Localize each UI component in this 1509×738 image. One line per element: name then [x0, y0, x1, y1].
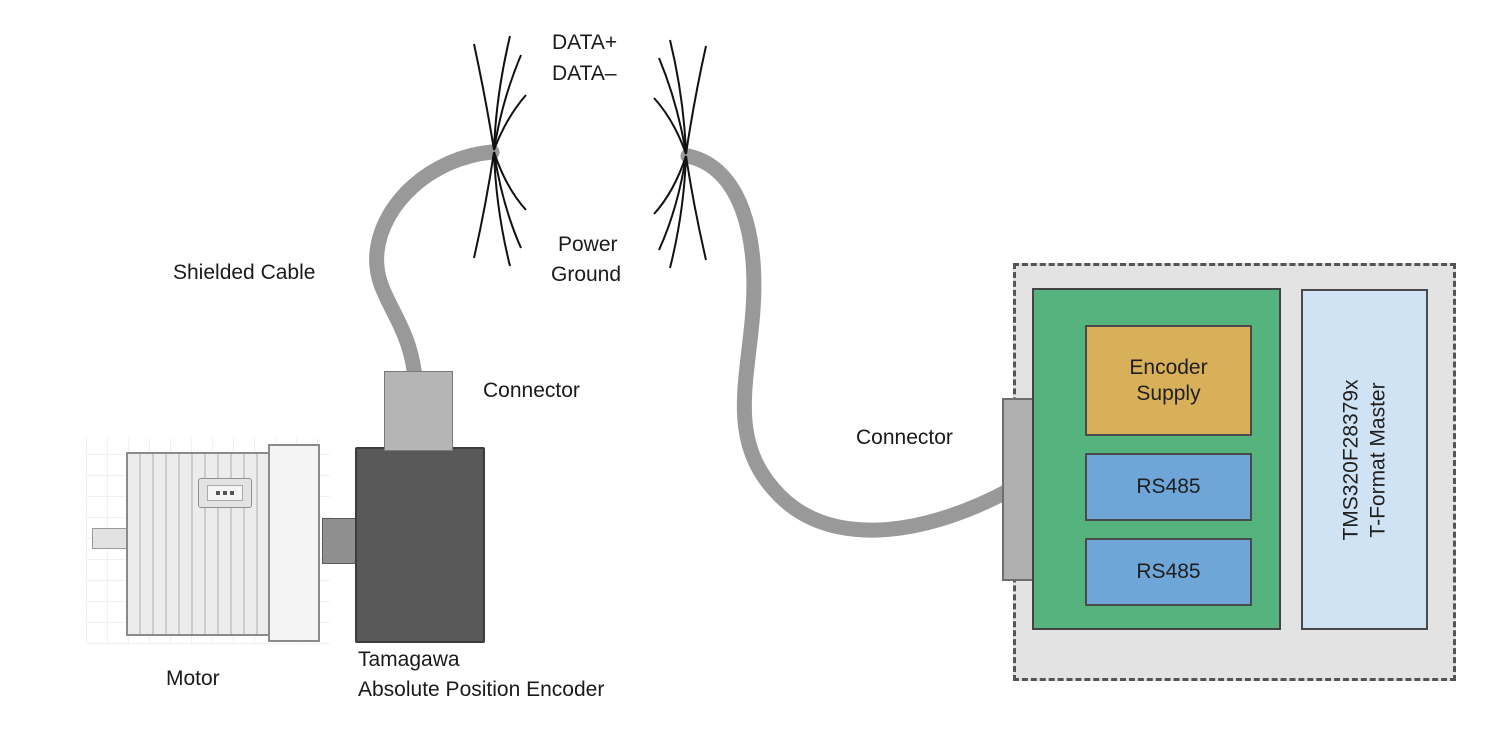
- encoder-supply-label-line2: Supply: [1136, 381, 1201, 405]
- label-encoder-line2: Absolute Position Encoder: [358, 678, 605, 701]
- shielded-cable-right: [680, 148, 1014, 538]
- rs485-bottom-label: RS485: [1136, 560, 1201, 583]
- label-motor: Motor: [166, 667, 220, 690]
- tms-master-block: TMS320F28379x T-Format Master: [1301, 289, 1428, 630]
- wire-fan-left: [473, 35, 527, 267]
- encoder-supply-block: Encoder Supply: [1085, 325, 1252, 436]
- rs485-block-top: RS485: [1085, 453, 1252, 521]
- tms-master-label-line1: TMS320F28379x: [1339, 378, 1363, 541]
- encoder-supply-label-line1: Encoder: [1129, 355, 1208, 379]
- label-connector-right: Connector: [856, 426, 953, 449]
- encoder-mount-tab: [322, 518, 359, 564]
- tms-master-label-line2: T-Format Master: [1366, 381, 1390, 538]
- rs485-block-bottom: RS485: [1085, 538, 1252, 606]
- label-shielded-cable: Shielded Cable: [173, 261, 316, 284]
- tms-master-label: TMS320F28379x T-Format Master: [1338, 379, 1392, 540]
- motor-end-cap: [268, 444, 320, 642]
- encoder-connector: [384, 371, 453, 451]
- label-power: Power: [558, 233, 618, 256]
- label-data-minus: DATA–: [552, 62, 617, 85]
- encoder-body: [355, 447, 485, 643]
- label-encoder: Tamagawa Absolute Position Encoder: [358, 645, 604, 705]
- wire-fan-right: [653, 39, 707, 269]
- motor-nameplate-dots: [207, 485, 243, 501]
- label-connector-left: Connector: [483, 379, 580, 402]
- motor-nameplate: [198, 478, 252, 508]
- label-encoder-line1: Tamagawa: [358, 648, 460, 671]
- label-ground: Ground: [551, 263, 622, 286]
- label-data-plus: DATA+: [552, 31, 618, 54]
- rs485-top-label: RS485: [1136, 475, 1201, 498]
- shielded-cable-left: [369, 144, 500, 400]
